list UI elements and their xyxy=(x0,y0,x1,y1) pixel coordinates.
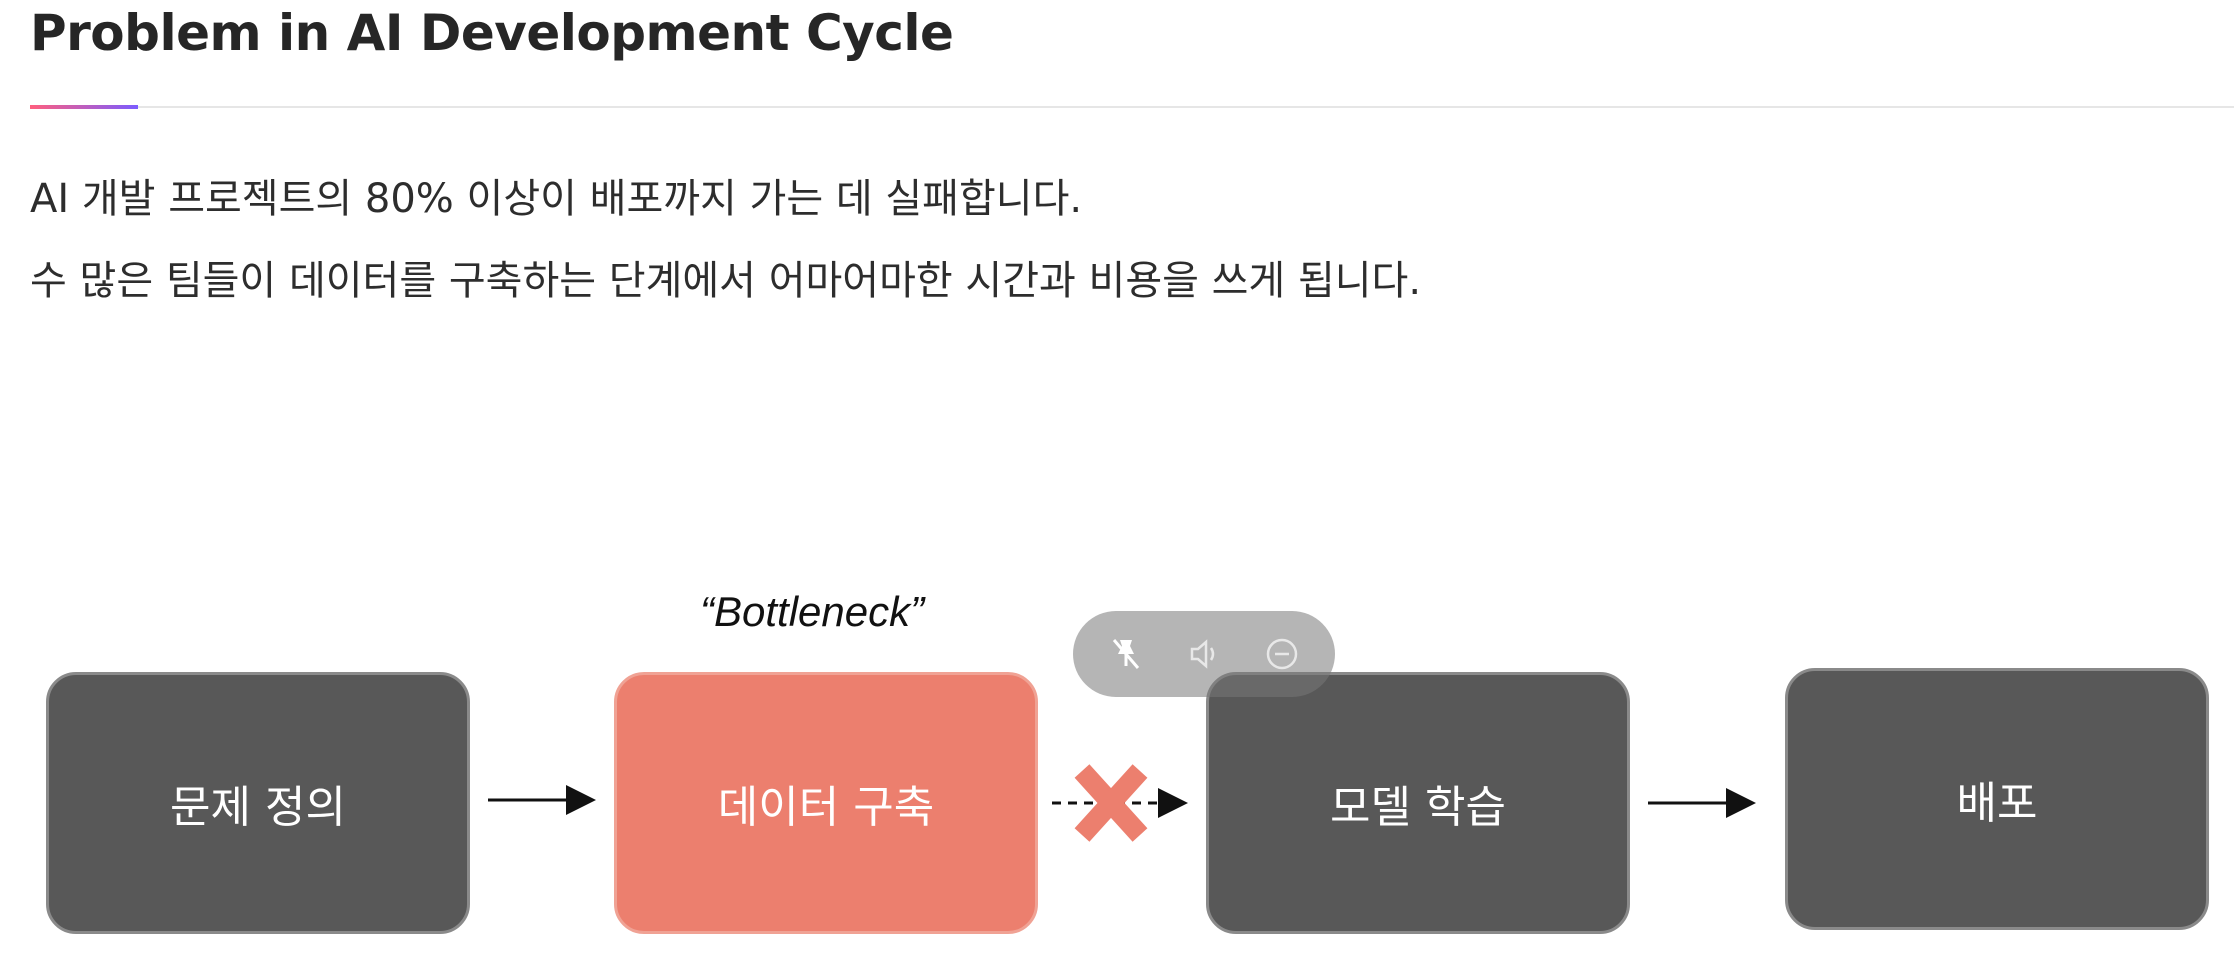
step-model-training: 모델 학습 xyxy=(1206,672,1630,934)
step-data-construction: 데이터 구축 xyxy=(614,672,1038,934)
media-control-pill xyxy=(1073,611,1335,697)
title-divider xyxy=(30,106,2234,108)
minus-circle-icon[interactable] xyxy=(1258,630,1306,678)
unpin-icon[interactable] xyxy=(1102,630,1150,678)
x-mark-icon xyxy=(1074,764,1148,842)
body-line-1: AI 개발 프로젝트의 80% 이상이 배포까지 가는 데 실패합니다. xyxy=(30,176,1083,222)
volume-icon[interactable] xyxy=(1180,630,1228,678)
title-accent-bar xyxy=(30,105,138,109)
bottleneck-caption: “Bottleneck” xyxy=(700,588,925,635)
step-label: 모델 학습 xyxy=(1330,782,1506,833)
step-deployment: 배포 xyxy=(1785,668,2209,930)
step-label: 문제 정의 xyxy=(170,782,346,833)
step-label: 배포 xyxy=(1956,778,2038,829)
step-problem-definition: 문제 정의 xyxy=(46,672,470,934)
body-line-2: 수 많은 팀들이 데이터를 구축하는 단계에서 어마어마한 시간과 비용을 쓰게… xyxy=(30,258,1422,304)
step-label: 데이터 구축 xyxy=(717,782,935,833)
page-title: Problem in AI Development Cycle xyxy=(30,4,954,62)
